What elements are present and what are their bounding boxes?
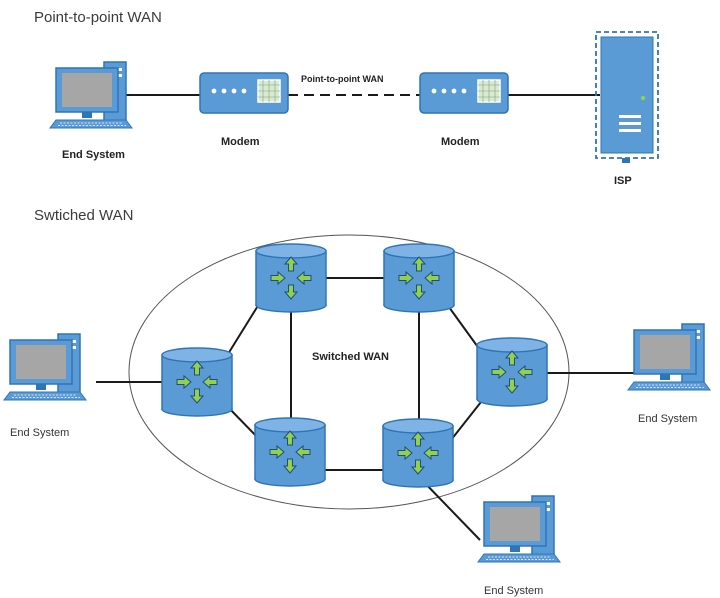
switch-node-left — [161, 347, 233, 417]
p2p-link-label: Point-to-point WAN — [301, 74, 383, 84]
p2p-end-system-label: End System — [62, 149, 125, 161]
switch-node-bottom-left — [254, 417, 326, 487]
isp-label: ISP — [614, 175, 632, 187]
switched-left-end-system-computer-icon — [3, 333, 87, 401]
modem-right-label: Modem — [441, 136, 480, 148]
switched-wan-label: Switched WAN — [312, 351, 389, 363]
switch-node-bottom-right — [382, 418, 454, 488]
switched-left-end-system-label: End System — [10, 427, 69, 439]
switched-title: Swtiched WAN — [34, 207, 133, 224]
switch-node-top-left — [255, 243, 327, 313]
switch-node-top-right — [383, 243, 455, 313]
modem-left-label: Modem — [221, 136, 260, 148]
switched-bottom-end-system-computer-icon — [477, 495, 561, 563]
switched-bottom-end-system-label: End System — [484, 585, 543, 597]
switch-node-right — [476, 337, 548, 407]
p2p-title: Point-to-point WAN — [34, 9, 162, 26]
p2p-end-system-computer-icon — [49, 61, 133, 129]
isp-server-icon — [595, 31, 659, 163]
modem-left-icon — [199, 72, 289, 114]
modem-right-icon — [419, 72, 509, 114]
switched-right-end-system-label: End System — [638, 413, 697, 425]
switched-right-end-system-computer-icon — [627, 323, 711, 391]
